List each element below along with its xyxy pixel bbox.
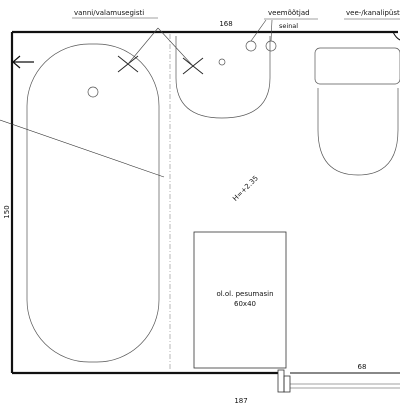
water-meters-label: veemõõtjad: [268, 9, 310, 17]
toilet-tank: [314, 47, 400, 85]
toilet: [314, 47, 400, 176]
height-label: H=+2.35: [231, 174, 260, 203]
bath-taps-label: vanni/valamusegisti: [74, 9, 144, 17]
bathtub-drain: [87, 86, 99, 98]
riser-corner: [392, 31, 400, 41]
water-meters-sublabel: seinal: [279, 22, 298, 30]
toilet-bowl: [317, 88, 399, 176]
diagonal-line: [0, 119, 165, 178]
bath-taps-leader: [127, 27, 159, 65]
water-meter-1-icon: [245, 40, 257, 52]
washer-label-line2: 60x40: [234, 300, 256, 308]
dimension-left: 150: [3, 205, 11, 218]
dimension-bottom: 187: [234, 397, 247, 405]
dimension-top: 168: [219, 20, 232, 28]
sink-drain: [218, 58, 226, 66]
arrow-left-icon: [12, 55, 34, 69]
water-meter-2-icon: [265, 40, 277, 52]
washing-machine: [193, 231, 287, 369]
bathtub: [26, 43, 160, 363]
water-meter-leader-1: [250, 19, 267, 42]
water-meter-leader-2: [270, 19, 273, 42]
door-opening: [277, 369, 400, 393]
riser-label: vee-/kanalipüsti: [346, 9, 400, 17]
sink: [175, 36, 271, 119]
washer-label-line1: ol.ol. pesumasin: [216, 290, 273, 298]
sink-taps-leader: [157, 27, 194, 67]
room-walls: [10, 30, 400, 375]
dimension-right: 68: [358, 363, 367, 371]
